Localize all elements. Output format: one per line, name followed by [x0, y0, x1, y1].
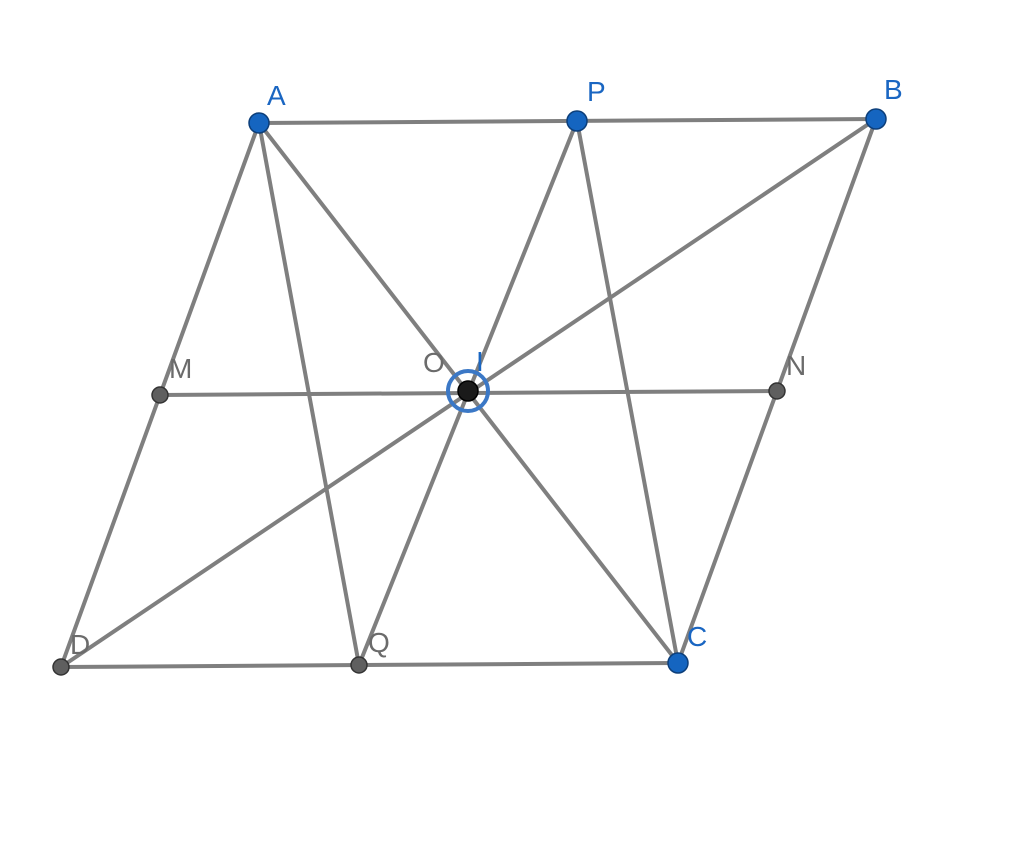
segment-aq[interactable]	[257, 121, 361, 667]
label-m: M	[169, 353, 192, 384]
point-a[interactable]	[248, 112, 270, 134]
label-o: O	[423, 347, 445, 378]
point-p[interactable]	[566, 110, 588, 132]
label-i: I	[476, 346, 484, 377]
points-layer	[52, 108, 887, 676]
label-n: N	[786, 350, 806, 381]
point-d[interactable]	[52, 658, 70, 676]
point-q[interactable]	[350, 656, 368, 674]
point-i[interactable]	[457, 380, 479, 402]
selection-ring-i	[446, 369, 490, 413]
point-c[interactable]	[667, 652, 689, 674]
selection-layer	[446, 369, 490, 413]
labels-layer: A P B M I N D Q C O	[70, 74, 903, 660]
point-n[interactable]	[768, 382, 786, 400]
label-d: D	[70, 629, 90, 660]
segment-pc[interactable]	[575, 119, 680, 665]
segment-dc[interactable]	[59, 661, 680, 669]
label-q: Q	[368, 627, 390, 658]
label-b: B	[884, 74, 903, 105]
point-m[interactable]	[151, 386, 169, 404]
label-p: P	[587, 76, 606, 107]
label-c: C	[687, 621, 707, 652]
label-a: A	[267, 80, 286, 111]
point-b[interactable]	[865, 108, 887, 130]
